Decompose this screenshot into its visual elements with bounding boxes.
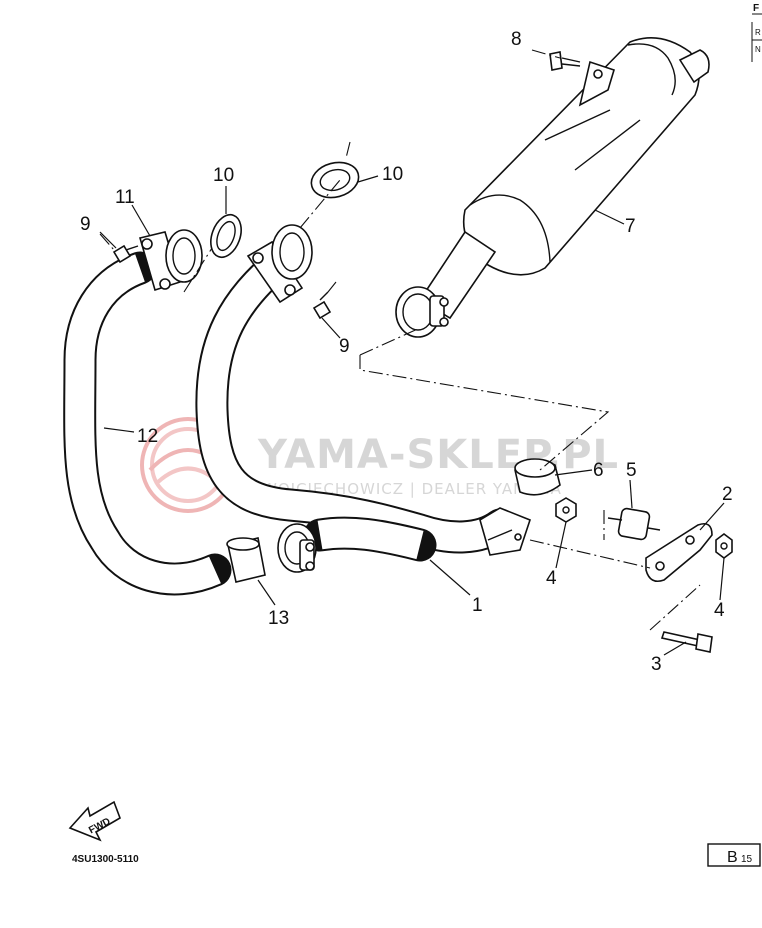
corner-text-f: F bbox=[753, 3, 759, 14]
gasket-10-left bbox=[210, 213, 242, 259]
callout-5: 5 bbox=[626, 460, 637, 481]
assembly-lines bbox=[99, 49, 701, 631]
watermark-subtitle: WOJCIECHOWICZ | DEALER YAMAHA bbox=[262, 480, 562, 498]
callout-10-right: 10 bbox=[382, 164, 403, 185]
callout-11: 11 bbox=[115, 187, 135, 208]
bolt-9-left bbox=[112, 244, 139, 264]
fwd-arrow-icon: FWD bbox=[68, 800, 121, 842]
watermark: YAMA-SKLEP.PL WOJCIECHOWICZ | DEALER YAM… bbox=[140, 417, 619, 513]
header-pipe-1 bbox=[195, 224, 531, 573]
callout-3: 3 bbox=[651, 654, 662, 675]
leader-lines bbox=[99, 175, 725, 656]
callout-10-left: 10 bbox=[213, 165, 234, 186]
header-pipe-12 bbox=[63, 229, 232, 596]
callout-numbers: 1 2 3 4 4 5 6 7 8 9 9 10 10 11 12 13 bbox=[80, 29, 733, 675]
callout-4-left: 4 bbox=[546, 568, 557, 589]
gasket-13 bbox=[226, 537, 266, 583]
muffler bbox=[395, 36, 710, 338]
diagram-code: 4SU1300-5110 bbox=[72, 854, 139, 865]
watermark-title: YAMA-SKLEP.PL bbox=[257, 432, 619, 478]
nut-4-right bbox=[715, 533, 733, 559]
gasket-10-right bbox=[310, 161, 360, 199]
damper-5 bbox=[607, 507, 661, 541]
corner-text-r: R bbox=[755, 28, 761, 37]
page-ref-letter: B bbox=[727, 849, 738, 866]
callout-6: 6 bbox=[593, 460, 604, 481]
callout-9-right: 9 bbox=[339, 336, 350, 357]
corner-text-n: N bbox=[755, 45, 761, 54]
bolt-9-right bbox=[312, 291, 332, 320]
callout-4-right: 4 bbox=[714, 600, 725, 621]
gasket-6 bbox=[514, 458, 561, 496]
callout-7: 7 bbox=[625, 216, 636, 237]
page-ref-box: B 15 bbox=[707, 843, 761, 867]
callout-9-left: 9 bbox=[80, 214, 91, 235]
bolt-3 bbox=[660, 631, 713, 653]
callout-1: 1 bbox=[472, 595, 483, 616]
callout-8: 8 bbox=[511, 29, 522, 50]
bracket-2 bbox=[645, 522, 713, 583]
bolt-8 bbox=[549, 51, 581, 71]
nut-4-left bbox=[555, 497, 577, 523]
callout-12: 12 bbox=[137, 426, 158, 447]
callout-2: 2 bbox=[722, 484, 733, 505]
corner-fragment: F R N bbox=[751, 3, 762, 62]
callout-13: 13 bbox=[268, 608, 289, 629]
page-ref-number: 15 bbox=[741, 854, 753, 865]
